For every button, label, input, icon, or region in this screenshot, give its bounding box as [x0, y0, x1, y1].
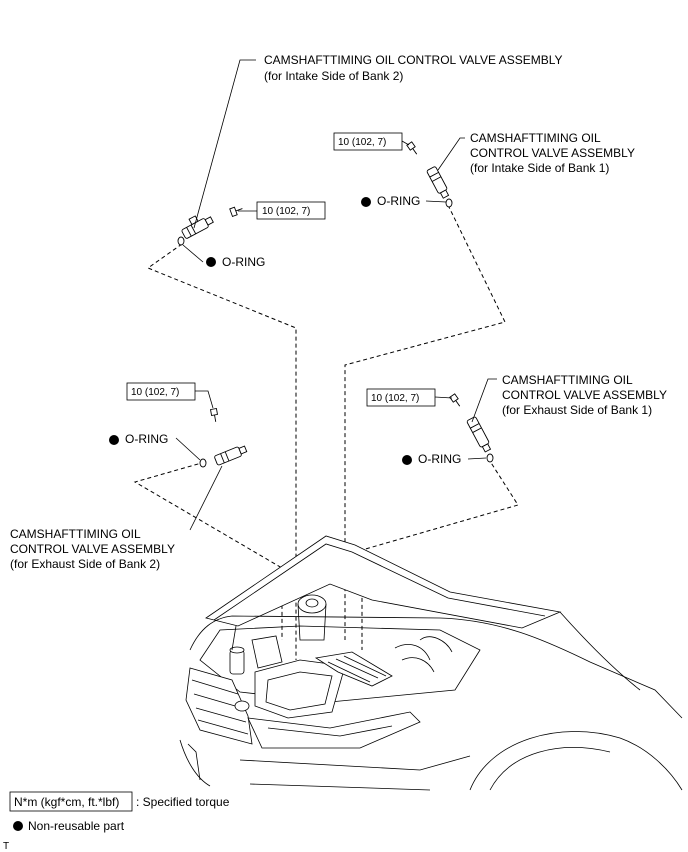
- legend: N*m (kgf*cm, ft.*lbf) : Specified torque…: [9, 791, 230, 833]
- legend-torque-desc: : Specified torque: [136, 795, 230, 809]
- legend-torque-unit: N*m (kgf*cm, ft.*lbf): [14, 795, 119, 809]
- intake-bank1-torque-box: [333, 132, 403, 151]
- intake-bank2-title: CAMSHAFTTIMING OIL CONTROL VALVE ASSEMBL…: [264, 53, 563, 67]
- bolt-intake-bank2: [229, 206, 243, 218]
- footer-mark: T: [3, 841, 9, 852]
- oring-intake-bank1: [445, 198, 453, 208]
- legend-nonreusable-desc: Non-reusable part: [28, 819, 125, 833]
- legend-nonreusable-dot-icon: [13, 821, 23, 831]
- dashed-guide-lines: [133, 204, 519, 660]
- exhaust-bank1-oring: O-RING: [418, 452, 461, 466]
- bolt-exhaust-bank2: [210, 408, 218, 422]
- intake-bank2-subtitle: (for Intake Side of Bank 2): [264, 69, 403, 83]
- bolt-intake-bank1: [406, 141, 418, 155]
- valve-exhaust-bank1: [449, 393, 494, 463]
- exhaust-bank1-line2: CONTROL VALVE ASSEMBLY: [502, 388, 667, 402]
- intake-bank1-torque: 10 (102, 7): [338, 137, 386, 148]
- nonreusable-dot-icon: [109, 435, 119, 445]
- intake-bank1-oring: O-RING: [377, 194, 420, 208]
- exhaust-bank1-line3: (for Exhaust Side of Bank 1): [502, 403, 652, 417]
- exhaust-bank1-torque-box: [366, 388, 436, 407]
- nonreusable-dot-icon: [361, 197, 371, 207]
- exhaust-bank2-torque: 10 (102, 7): [131, 387, 179, 398]
- intake-bank2-torque: 10 (102, 7): [262, 206, 310, 217]
- exhaust-bank2-torque-box: [126, 382, 196, 401]
- callout-intake-bank1: 10 (102, 7) CAMSHAFTTIMING OIL CONTROL V…: [333, 131, 635, 208]
- nonreusable-dot-icon: [206, 257, 216, 267]
- oring-exhaust-bank2: [199, 458, 207, 468]
- intake-bank2-torque-box: [256, 201, 326, 220]
- exhaust-bank2-line2: CONTROL VALVE ASSEMBLY: [10, 542, 175, 556]
- oring-exhaust-bank1: [486, 453, 494, 463]
- callout-intake-bank2: CAMSHAFTTIMING OIL CONTROL VALVE ASSEMBL…: [182, 53, 563, 269]
- intake-bank2-oring: O-RING: [222, 255, 265, 269]
- exhaust-bank1-torque: 10 (102, 7): [371, 393, 419, 404]
- vehicle-front-illustration: [179, 535, 683, 791]
- valve-exhaust-bank2: [199, 408, 248, 468]
- exhaust-bank2-line3: (for Exhaust Side of Bank 2): [10, 557, 160, 571]
- intake-bank1-line3: (for Intake Side of Bank 1): [470, 161, 609, 175]
- legend-torque-box: [9, 791, 133, 812]
- intake-bank1-line1: CAMSHAFTTIMING OIL: [470, 131, 601, 145]
- exhaust-bank2-line1: CAMSHAFTTIMING OIL: [10, 527, 141, 541]
- valve-intake-bank1: [406, 141, 453, 208]
- exhaust-bank2-oring: O-RING: [125, 432, 168, 446]
- valve-intake-bank2: [177, 206, 243, 246]
- bolt-exhaust-bank1: [449, 393, 461, 407]
- exhaust-bank1-line1: CAMSHAFTTIMING OIL: [502, 373, 633, 387]
- callout-exhaust-bank2: 10 (102, 7) O-RING CAMSHAFTTIMING OIL CO…: [10, 382, 223, 571]
- oring-intake-bank2: [177, 236, 185, 246]
- intake-bank1-line2: CONTROL VALVE ASSEMBLY: [470, 146, 635, 160]
- callout-exhaust-bank1: 10 (102, 7) CAMSHAFTTIMING OIL CONTROL V…: [366, 373, 667, 466]
- nonreusable-dot-icon: [402, 455, 412, 465]
